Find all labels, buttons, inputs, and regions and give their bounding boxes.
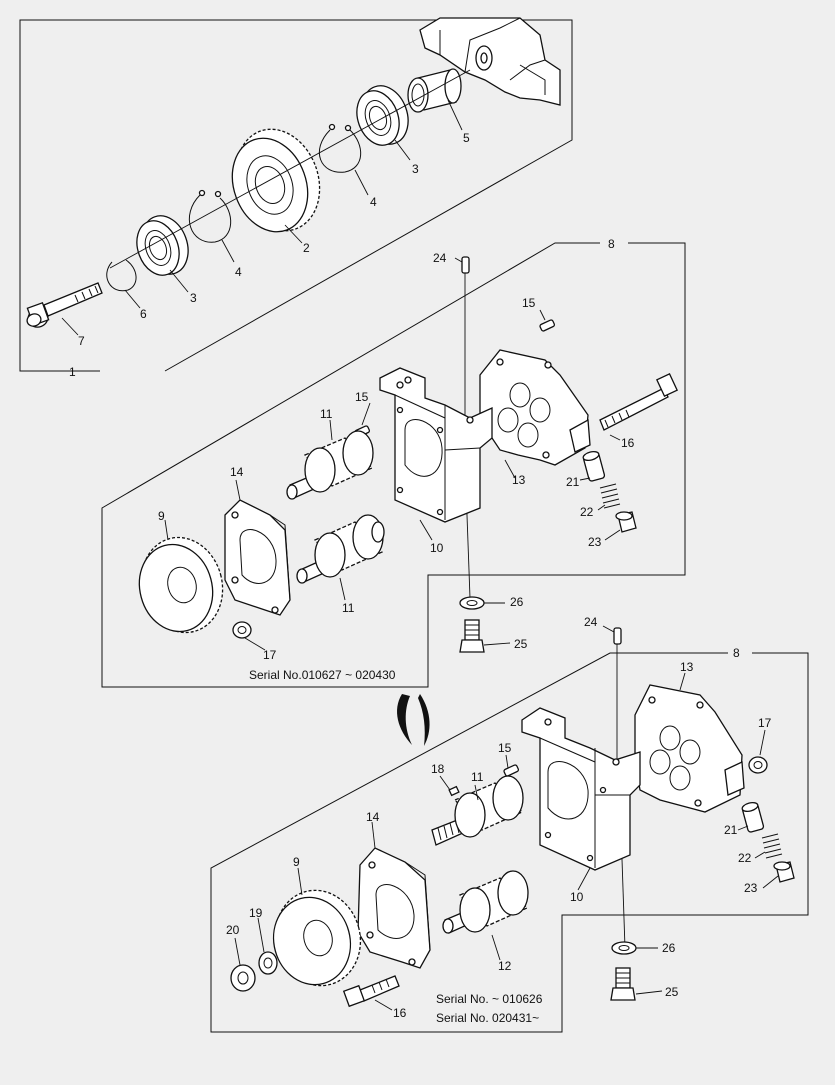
serial-note-bottom-line1: Serial No. ~ 010626 <box>436 992 543 1006</box>
callout-2: 2 <box>303 241 310 255</box>
callout-10: 10 <box>430 541 444 555</box>
nut-part-17-middle <box>232 621 252 639</box>
callout-1: 1 <box>69 365 76 379</box>
bolt-part-16-bottom <box>342 975 400 1008</box>
relief-valve-parts-21-23-middle <box>582 450 637 533</box>
break-symbol <box>397 694 430 746</box>
nut-part-20-bottom <box>230 964 256 992</box>
callout-4-upper: 4 <box>370 195 377 209</box>
callout-26: 26 <box>510 595 524 609</box>
pin-part-15-middle-a <box>539 319 556 332</box>
pump-body-part-10-bottom <box>521 707 641 871</box>
nut-part-17-bottom <box>748 756 768 774</box>
bolt-washer-parts-25-26-bottom <box>610 941 637 1001</box>
callout-4-lower: 4 <box>235 265 242 279</box>
callout-23: 23 <box>588 535 602 549</box>
callout-15-b: 15 <box>498 741 512 755</box>
top-leader-lines <box>61 99 463 336</box>
callout-3-lower: 3 <box>190 291 197 305</box>
bottom-callouts: 8 9 10 11 12 13 14 15 16 17 18 19 20 21 … <box>226 615 772 1020</box>
bottom-group-frame <box>210 652 809 1033</box>
callout-13-b: 13 <box>680 660 694 674</box>
key-part-18-bottom <box>448 785 460 797</box>
snap-ring-part-4-upper <box>318 123 362 173</box>
bottom-leader-lines <box>234 625 779 1011</box>
callout-13: 13 <box>512 473 526 487</box>
cover-plate-part-13-middle <box>479 349 591 466</box>
callout-15-lower: 15 <box>355 390 369 404</box>
bolt-part-16-middle <box>599 373 679 431</box>
bushing-part-5 <box>407 68 462 113</box>
plate-part-14-bottom <box>357 847 431 969</box>
callout-11-upper: 11 <box>320 407 333 421</box>
pump-gear-part-12-bottom <box>442 870 529 934</box>
serial-note-middle: Serial No.010627 ~ 020430 <box>249 668 396 682</box>
callout-9: 9 <box>158 509 165 523</box>
callout-14-b: 14 <box>366 810 380 824</box>
callout-16-b: 16 <box>393 1006 407 1020</box>
middle-callouts: 8 9 10 11 11 13 14 15 15 16 17 21 22 23 … <box>158 237 635 662</box>
callout-18-b: 18 <box>431 762 445 776</box>
pump-gear-part-11-middle-upper <box>286 430 374 500</box>
callout-14: 14 <box>230 465 244 479</box>
callout-10-b: 10 <box>570 890 584 904</box>
middle-group-frame <box>101 242 686 688</box>
callout-21-b: 21 <box>724 823 738 837</box>
callout-8-b: 8 <box>733 646 740 660</box>
callout-23-b: 23 <box>744 881 758 895</box>
callout-25: 25 <box>514 637 528 651</box>
bearing-part-3-upper <box>356 85 409 146</box>
callout-17: 17 <box>263 648 277 662</box>
callout-3-upper: 3 <box>412 162 419 176</box>
idler-gear-group-frame <box>19 19 573 372</box>
helical-gear-part-2 <box>231 128 321 233</box>
callout-8: 8 <box>608 237 615 251</box>
callout-15-upper: 15 <box>522 296 536 310</box>
callout-24-b: 24 <box>584 615 598 629</box>
pump-body-part-10-middle <box>379 367 493 523</box>
housing-block <box>419 17 561 106</box>
snap-ring-part-4-lower <box>188 189 232 243</box>
callout-12-b: 12 <box>498 959 512 973</box>
callout-20-b: 20 <box>226 923 240 937</box>
callout-16: 16 <box>621 436 635 450</box>
pin-part-15-bottom <box>503 764 520 777</box>
callout-11-b: 11 <box>471 770 484 784</box>
pump-gear-part-11-bottom <box>431 775 524 846</box>
callout-19-b: 19 <box>249 906 263 920</box>
callout-11-lower: 11 <box>342 601 355 615</box>
bolt-washer-parts-25-26-middle <box>459 596 485 653</box>
callout-25-b: 25 <box>665 985 679 999</box>
washer-part-19-bottom <box>258 951 278 975</box>
plate-part-14-middle <box>224 499 291 616</box>
cover-plate-part-13-bottom <box>634 684 745 813</box>
relief-valve-parts-21-23-bottom <box>741 801 795 883</box>
pin-part-24-bottom <box>613 627 626 949</box>
callout-24: 24 <box>433 251 447 265</box>
bolt-part-7 <box>26 282 103 328</box>
middle-leader-lines <box>164 257 621 651</box>
callout-22-b: 22 <box>738 851 752 865</box>
drive-gear-part-9-bottom <box>272 889 362 987</box>
serial-note-bottom-line2: Serial No. 020431~ <box>436 1011 539 1025</box>
callout-22: 22 <box>580 505 594 519</box>
callout-17-b: 17 <box>758 716 772 730</box>
snap-ring-part-6 <box>106 259 137 292</box>
callout-5: 5 <box>463 131 470 145</box>
callout-9-b: 9 <box>293 855 300 869</box>
callout-26-b: 26 <box>662 941 676 955</box>
pump-gear-part-11-middle-lower <box>296 514 385 584</box>
callout-6: 6 <box>140 307 147 321</box>
drive-gear-part-9-middle <box>138 536 224 634</box>
callout-21: 21 <box>566 475 580 489</box>
callout-7: 7 <box>78 334 85 348</box>
bearing-part-3-lower <box>136 215 189 276</box>
top-callouts: 1 2 3 3 4 4 5 6 7 <box>69 131 470 379</box>
